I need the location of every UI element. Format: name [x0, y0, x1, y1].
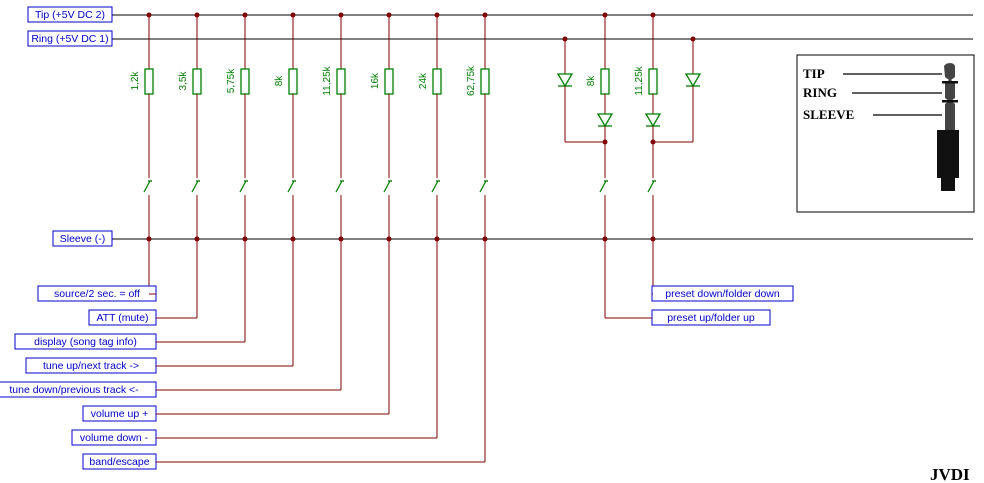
- switch-contact: [383, 180, 391, 193]
- junction-dot: [146, 12, 152, 18]
- switch-contact: [647, 180, 655, 193]
- diode-branches: 8k preset up/folder up 11,25k preset down/f…: [556, 12, 794, 326]
- switch-contact: [239, 180, 247, 193]
- function-label: tune down/previous track <-: [9, 384, 139, 396]
- resistor-symbol: [384, 68, 394, 95]
- resistor-value: 1,2k: [130, 71, 141, 91]
- author-signature: JVDI: [930, 465, 970, 483]
- diode-symbol: [556, 73, 574, 88]
- sleeve-rail-label-text: Sleeve (-): [60, 233, 106, 245]
- tip-rail-label-text: Tip (+5V DC 2): [35, 9, 105, 21]
- resistor-symbol: [600, 68, 610, 95]
- resistor-branch: 8k tune up/next track ->: [25, 12, 298, 374]
- junction-dot: [242, 12, 248, 18]
- junction-dot: [386, 12, 392, 18]
- switch-contact: [335, 180, 343, 193]
- switch-contact: [479, 180, 487, 193]
- jack-plug-icon: [937, 63, 959, 191]
- tip-rail-label: Tip (+5V DC 2): [27, 6, 113, 23]
- resistor-branch: 1,2k source/2 sec. = off: [37, 12, 157, 302]
- function-label: tune up/next track ->: [43, 360, 139, 372]
- resistor-symbol: [288, 68, 298, 95]
- junction-dot: [338, 12, 344, 18]
- function-label: ATT (mute): [96, 312, 148, 324]
- diode-symbol: [684, 73, 702, 88]
- resistor-branch: 11,25k tune down/previous track <-: [0, 12, 346, 398]
- switch-contact: [431, 180, 439, 193]
- resistor-symbol: [480, 68, 490, 95]
- diode-symbol: [644, 113, 662, 128]
- function-label: display (song tag info): [34, 336, 137, 348]
- junction-dot: [562, 36, 568, 42]
- function-label: volume up +: [91, 408, 149, 420]
- junction-dot: [194, 12, 200, 18]
- junction-dot: [434, 12, 440, 18]
- resistor-value: 8k: [274, 75, 285, 87]
- switch-contact: [599, 180, 607, 193]
- ring-rail-label-text: Ring (+5V DC 1): [31, 33, 108, 45]
- junction-dot: [482, 12, 488, 18]
- plug-diagram: TIP RING SLEEVE: [796, 54, 975, 213]
- function-label: volume down -: [80, 432, 149, 444]
- resistor-value: 11,25k: [322, 65, 333, 95]
- resistor-symbol: [432, 68, 442, 95]
- resistor-symbol: [144, 68, 154, 95]
- resistor-branch: 24k volume down -: [71, 12, 442, 446]
- junction-dot: [690, 36, 696, 42]
- resistor-value: 16k: [370, 72, 381, 89]
- resistor-branch: 5,75k display (song tag info): [14, 12, 250, 350]
- switch-contact: [191, 180, 199, 193]
- junction-dot: [650, 12, 656, 18]
- diode-branch: 11,25k preset down/folder down: [634, 12, 794, 302]
- sleeve-rail-label: Sleeve (-): [52, 230, 113, 247]
- resistor-value: 62,75k: [466, 65, 477, 96]
- junction-dot: [602, 12, 608, 18]
- resistor-value: 5,75k: [226, 68, 237, 93]
- resistor-value: 3,5k: [178, 71, 189, 91]
- function-label: preset up/folder up: [667, 312, 755, 324]
- switch-contact: [143, 180, 151, 193]
- function-label: source/2 sec. = off: [54, 288, 140, 300]
- plug-tip-label: TIP: [803, 66, 825, 81]
- resistor-value: 11,25k: [634, 65, 645, 95]
- diode-branch: 8k preset up/folder up: [556, 12, 771, 326]
- function-label: band/escape: [89, 456, 149, 468]
- diode-symbol: [596, 113, 614, 128]
- resistor-symbol: [240, 68, 250, 95]
- plug-sleeve-label: SLEEVE: [803, 107, 854, 122]
- resistor-value: 8k: [586, 75, 597, 87]
- resistor-symbol: [648, 68, 658, 95]
- ring-rail-label: Ring (+5V DC 1): [27, 30, 113, 47]
- plug-ring-label: RING: [803, 85, 837, 100]
- function-label: preset down/folder down: [665, 288, 780, 300]
- resistor-branch: 16k volume up +: [82, 12, 394, 422]
- switch-contact: [287, 180, 295, 193]
- resistor-symbol: [192, 68, 202, 95]
- resistor-branch: 62,75k band/escape: [82, 12, 490, 470]
- resistor-value: 24k: [418, 72, 429, 89]
- resistor-symbol: [336, 68, 346, 95]
- junction-dot: [290, 12, 296, 18]
